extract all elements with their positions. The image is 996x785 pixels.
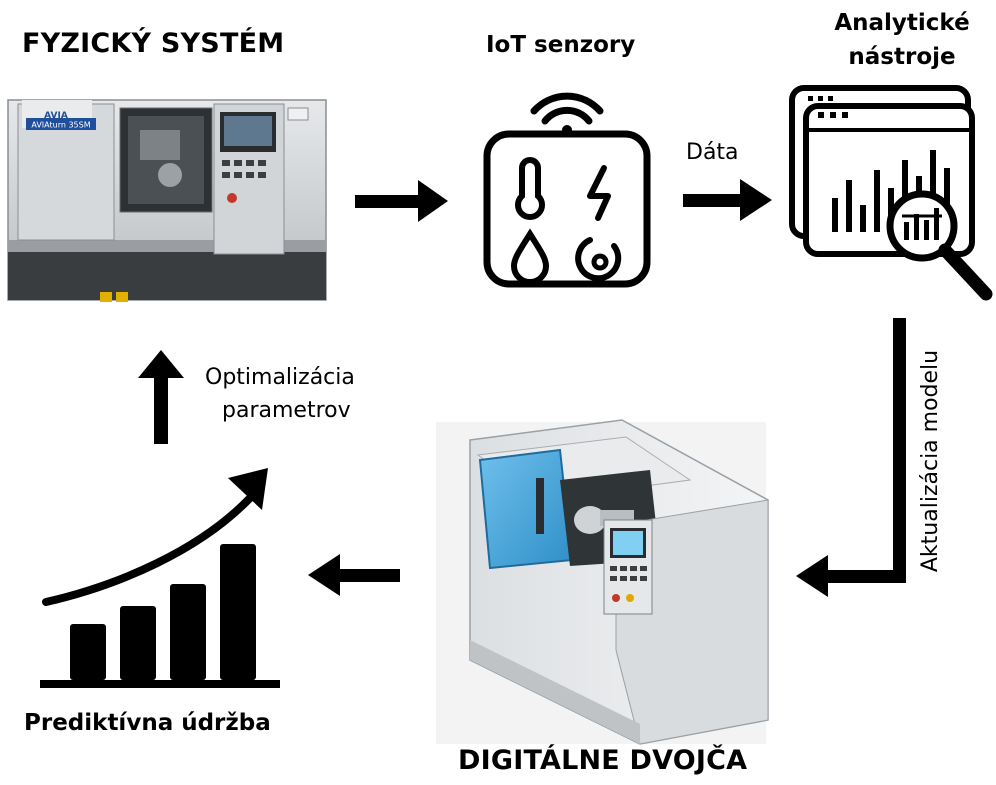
digital-twin-title: DIGITÁLNE DVOJČA bbox=[458, 745, 748, 776]
iot-sensor-icon bbox=[483, 92, 651, 288]
magnifier-icon bbox=[886, 190, 993, 301]
physical-system-title: FYZICKÝ SYSTÉM bbox=[22, 28, 285, 59]
optimization-label-line1: Optimalizácia bbox=[205, 365, 355, 390]
predictive-maintenance-title: Prediktívna údržba bbox=[24, 710, 271, 736]
thermometer-icon bbox=[515, 157, 545, 220]
growth-chart-icon bbox=[40, 468, 280, 688]
machine-badge: AVIA bbox=[44, 111, 68, 121]
machine-model-label: AVIAturn 35SM bbox=[31, 121, 90, 130]
analytics-title-line1: Analytické bbox=[834, 10, 970, 36]
optimization-label-line2: parametrov bbox=[222, 398, 351, 423]
arrow-right-to-analytics bbox=[683, 179, 772, 221]
analytics-tool-icon bbox=[789, 85, 993, 301]
analytics-title-line2: nástroje bbox=[848, 44, 956, 70]
cnc-machine-illustration: AVIA AVIAturn 35SM bbox=[7, 99, 327, 302]
arrow-down-to-digital-twin bbox=[796, 318, 906, 597]
arrow-up-to-physical-system bbox=[138, 350, 184, 444]
wifi-icon bbox=[530, 92, 604, 135]
lightning-icon bbox=[587, 165, 611, 221]
gauge-icon bbox=[575, 237, 622, 282]
iot-sensors-title: IoT senzory bbox=[486, 32, 636, 58]
arrow-left-to-maintenance bbox=[308, 554, 400, 596]
arrow-right-to-iot bbox=[355, 180, 448, 222]
droplet-icon bbox=[510, 228, 550, 285]
data-label: Dáta bbox=[686, 140, 739, 165]
digital-twin-illustration bbox=[436, 419, 769, 745]
